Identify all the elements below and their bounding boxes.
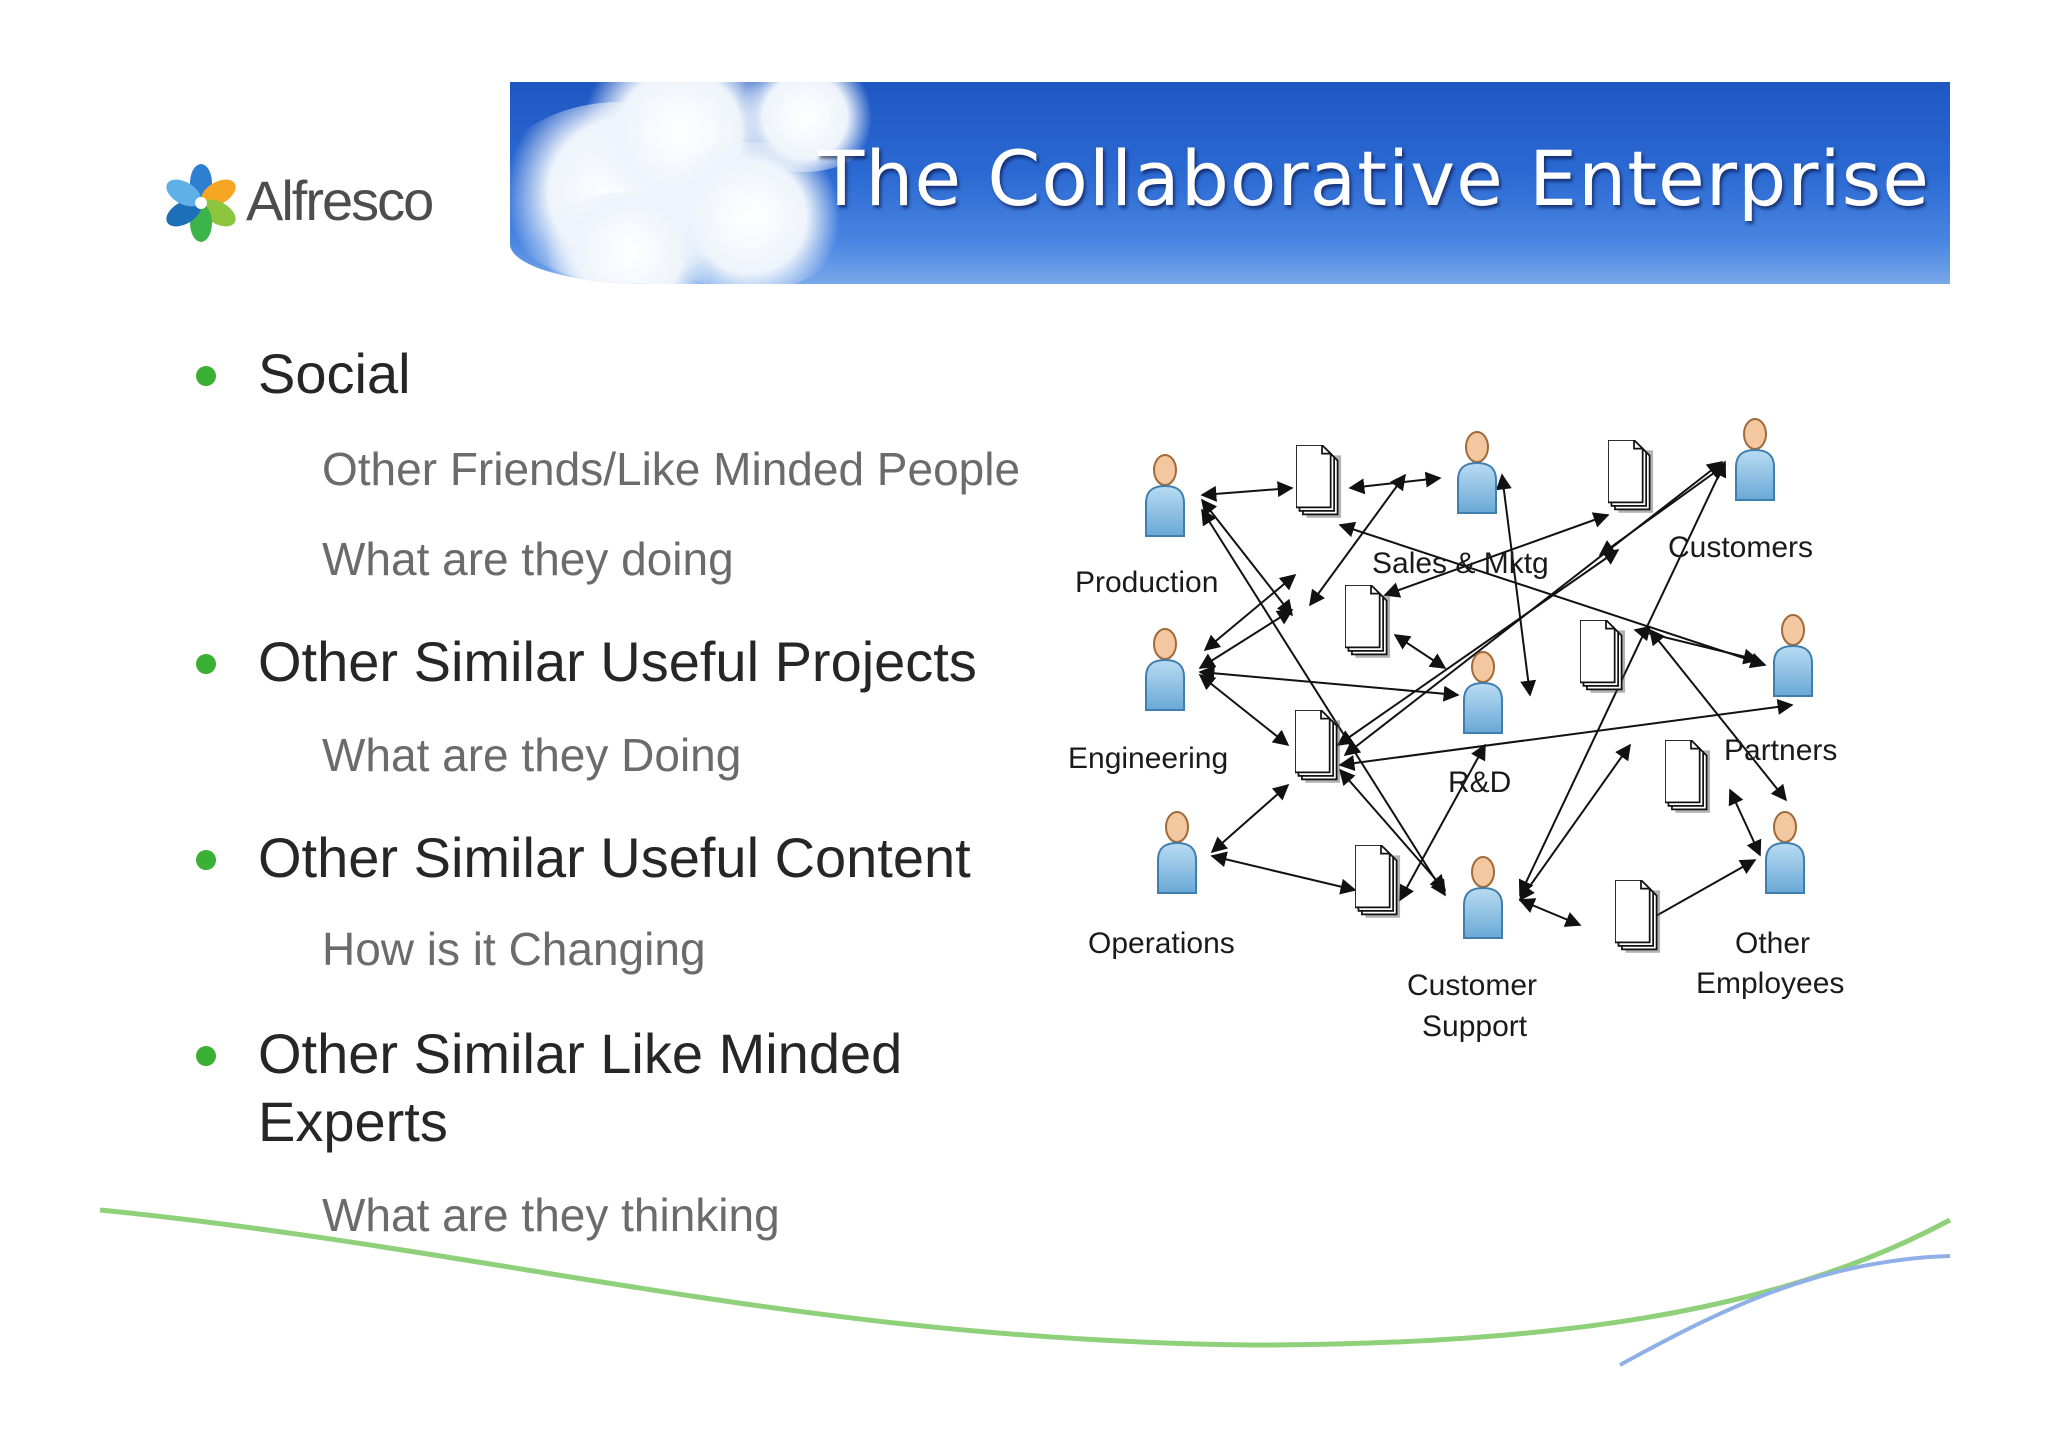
label-partners: Partners <box>1724 734 1837 767</box>
sub-bullet: What are they thinking <box>322 1189 780 1241</box>
label-engineering: Engineering <box>1068 742 1228 775</box>
collaboration-network-diagram: Production Engineering Operations Sales … <box>1068 418 1844 1043</box>
bullet-text: Other Similar Useful Projects <box>258 630 977 693</box>
bullet-dot <box>196 654 216 674</box>
person-operations-icon <box>1157 811 1197 894</box>
person-employees-icon <box>1765 811 1805 894</box>
label-rd: R&D <box>1448 766 1511 799</box>
alfresco-logo: Alfresco <box>158 160 468 250</box>
sub-bullet: Other Friends/Like Minded People <box>322 443 1021 495</box>
logo-text: Alfresco <box>246 169 434 232</box>
sub-bullet: What are they doing <box>322 533 734 585</box>
label-employees-line1: Other <box>1735 927 1810 960</box>
bullet-dot <box>196 1046 216 1066</box>
bullet-text: Other Similar Like Minded <box>258 1022 903 1085</box>
bullet-text: Social <box>258 342 411 405</box>
slide-title: The Collaborative Enterprise <box>817 134 1930 223</box>
bullet-content: Other Similar Useful Content <box>196 824 971 892</box>
connection-lines <box>1198 460 1794 927</box>
sub-bullet: How is it Changing <box>322 923 706 975</box>
person-customers-icon <box>1735 418 1775 501</box>
label-production: Production <box>1075 566 1218 599</box>
label-employees-line2: Employees <box>1696 967 1844 1000</box>
person-engineering-icon <box>1145 628 1185 711</box>
header-banner: The Collaborative Enterprise <box>510 82 1950 284</box>
flower-logo-icon <box>166 164 236 242</box>
person-rd-icon <box>1463 651 1503 734</box>
bullet-text: Experts <box>258 1090 448 1153</box>
sub-bullet: What are they Doing <box>322 729 742 781</box>
label-sales: Sales & Mktg <box>1372 547 1549 580</box>
bullet-dot <box>196 850 216 870</box>
person-sales-icon <box>1457 431 1497 514</box>
bullet-experts: Other Similar Like Minded Experts <box>196 1020 903 1156</box>
bullet-projects: Other Similar Useful Projects <box>196 628 977 696</box>
person-support-icon <box>1463 856 1503 939</box>
footer-swoosh <box>99 1207 1952 1367</box>
person-partners-icon <box>1773 614 1813 697</box>
bullet-text: Other Similar Useful Content <box>258 826 971 889</box>
person-production-icon <box>1145 454 1185 537</box>
label-customers: Customers <box>1668 531 1813 564</box>
bullet-dot <box>196 366 216 386</box>
label-support-line2: Support <box>1422 1010 1528 1043</box>
label-support-line1: Customer <box>1407 969 1537 1002</box>
bullet-social: Social <box>196 340 411 408</box>
label-operations: Operations <box>1088 927 1235 960</box>
